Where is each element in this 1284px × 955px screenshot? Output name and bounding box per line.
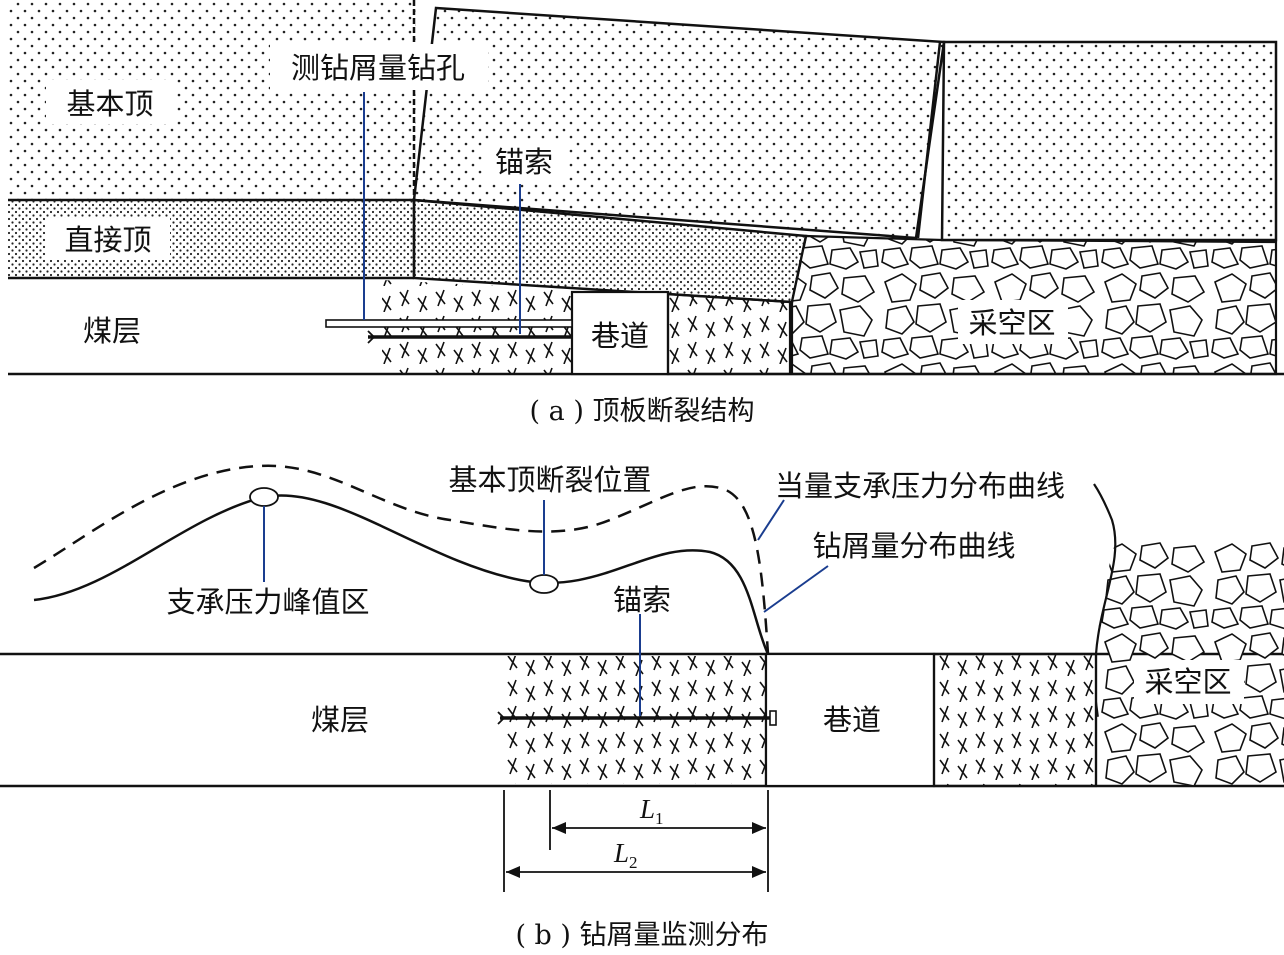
fractured-coal-right-a (666, 292, 792, 376)
l1-label: L1 (639, 794, 664, 828)
main-roof-rotated-block (412, 6, 946, 240)
peak-zone-label: 支承压力峰值区 (166, 585, 369, 619)
roadway-label-b: 巷道 (823, 703, 881, 737)
anchor-cable-label-b: 锚索 (613, 583, 671, 617)
goaf-label-a: 采空区 (968, 306, 1055, 340)
main-roof-right-block (940, 40, 1278, 242)
drill-cuttings-curve (33, 494, 770, 655)
coal-seam-label-a: 煤层 (83, 314, 141, 348)
part-b: 支承压力峰值区 基本顶断裂位置 当量支承压力分布曲线 钻屑量分布曲线 锚索 煤层… (0, 463, 1284, 951)
goaf-label-b: 采空区 (1144, 665, 1231, 699)
part-a: 基本顶 直接顶 煤层 巷道 采空区 测钻屑量钻孔 锚索 ( a ) 顶板断裂结构 (8, 0, 1284, 427)
equivalent-stress-curve (33, 464, 770, 655)
anchor-cable-label-a: 锚索 (495, 145, 553, 179)
caption-b: ( b ) 钻屑量监测分布 (515, 920, 768, 951)
main-roof-label: 基本顶 (66, 87, 153, 121)
l2-label: L2 (613, 838, 638, 872)
immediate-roof-label: 直接顶 (64, 223, 151, 257)
fracture-position-label: 基本顶断裂位置 (448, 463, 651, 497)
borehole-label: 测钻屑量钻孔 (291, 51, 465, 85)
roadway-a (570, 290, 670, 376)
roadway-label-a: 巷道 (591, 319, 649, 353)
borehole-a (325, 319, 573, 328)
coal-seam-label-b: 煤层 (311, 703, 369, 737)
drill-cuttings-curve-label: 钻屑量分布曲线 (812, 529, 1015, 563)
caption-a: ( a ) 顶板断裂结构 (530, 396, 755, 427)
equiv-stress-curve-label: 当量支承压力分布曲线 (775, 469, 1065, 503)
fractured-coal-left-b (502, 656, 766, 784)
fractured-coal-right-b (932, 652, 1098, 788)
